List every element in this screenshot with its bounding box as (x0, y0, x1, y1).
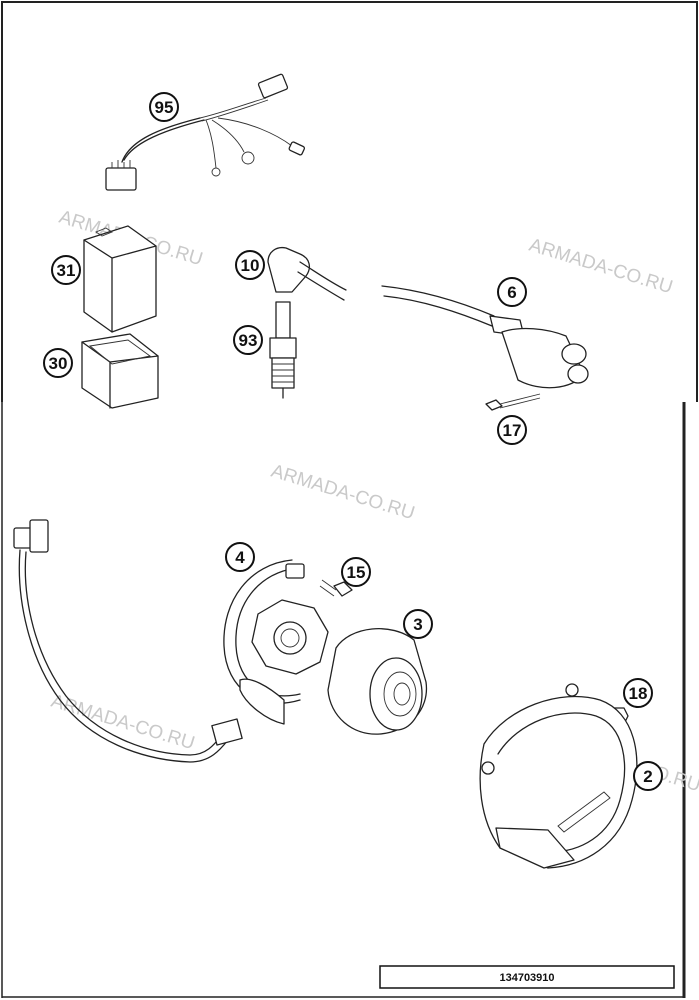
flywheel-rotor-part (327, 628, 428, 735)
cdi-unit-part (83, 225, 157, 333)
callout-number: 4 (235, 548, 245, 567)
callout-93: 93 (233, 325, 263, 355)
callout-17: 17 (497, 415, 527, 445)
callout-30: 30 (43, 348, 73, 378)
spark-plug-cap-part (267, 246, 347, 301)
ignition-cover-part (479, 683, 638, 869)
callout-number: 3 (413, 615, 422, 634)
reference-number-box: 134703910 (379, 965, 675, 989)
callout-18: 18 (623, 678, 653, 708)
callout-number: 95 (155, 98, 174, 117)
callout-number: 30 (49, 354, 68, 373)
watermark-text: ARMADA-CO.RU (269, 461, 417, 525)
callout-number: 15 (347, 563, 366, 582)
callout-95: 95 (149, 92, 179, 122)
callout-number: 93 (239, 331, 258, 350)
watermark-text: ARMADA-CO.RU (49, 691, 197, 755)
watermark-text: ARMADA-CO.RU (527, 235, 675, 299)
callout-number: 18 (629, 684, 648, 703)
callout-number: 10 (241, 256, 260, 275)
callout-number: 6 (507, 283, 516, 302)
rubber-holder-part (81, 333, 159, 409)
callout-31: 31 (51, 255, 81, 285)
callout-3: 3 (403, 609, 433, 639)
callout-4: 4 (225, 542, 255, 572)
reference-number: 134703910 (499, 972, 554, 984)
callout-15: 15 (341, 557, 371, 587)
callout-10: 10 (235, 250, 265, 280)
stator-bolt-part (319, 579, 353, 597)
coil-screw-part (485, 393, 541, 411)
spark-plug-part (269, 301, 297, 399)
stator-part (211, 559, 329, 746)
callout-2: 2 (633, 761, 663, 791)
ignition-coil-part (381, 285, 589, 389)
callout-number: 2 (643, 767, 652, 786)
callout-number: 17 (503, 421, 522, 440)
wiring-harness-part (105, 73, 306, 191)
stator-cable-part (13, 519, 229, 763)
callout-6: 6 (497, 277, 527, 307)
callout-number: 31 (57, 261, 76, 280)
